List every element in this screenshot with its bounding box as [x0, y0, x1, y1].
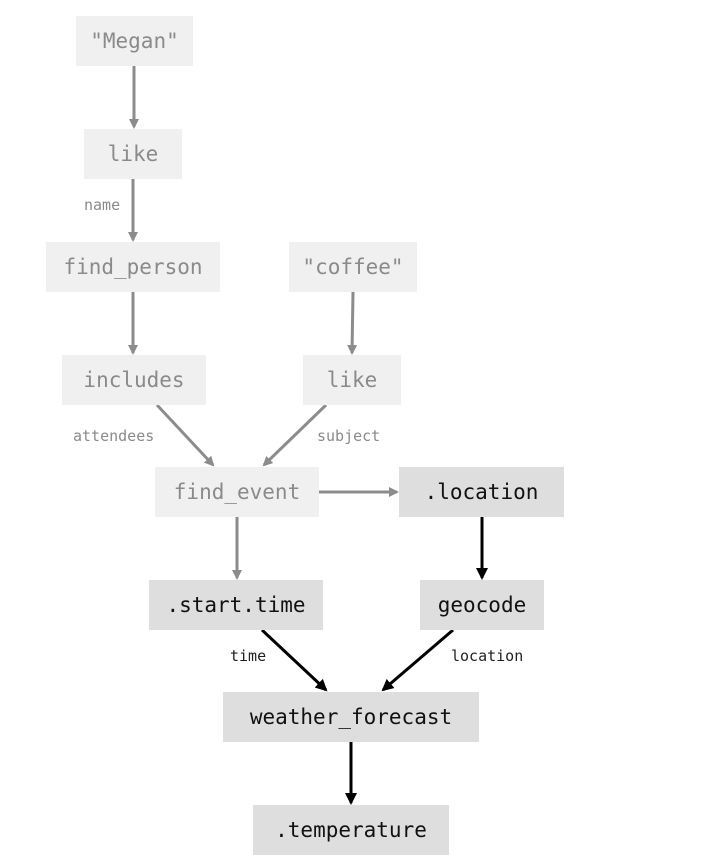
node-temperature: .temperature	[253, 805, 449, 855]
node-megan: "Megan"	[76, 16, 193, 66]
node-box	[303, 355, 401, 405]
edge-label-location: location	[451, 647, 523, 665]
edge-like2-to-find_event	[262, 403, 328, 467]
node-find-event: find_event	[155, 467, 319, 517]
node-like1: like	[84, 129, 182, 179]
edge-label-name: name	[84, 196, 120, 214]
node-location: .location	[399, 467, 564, 517]
node-box	[76, 16, 193, 66]
node-label: find_person	[63, 255, 202, 279]
node-label: "coffee"	[302, 255, 403, 279]
node-label: includes	[83, 368, 184, 392]
node-box	[149, 580, 323, 630]
node-find-person: find_person	[46, 242, 220, 292]
node-box	[399, 467, 564, 517]
node-label: like	[108, 142, 159, 166]
node-label: .start.time	[166, 593, 305, 617]
node-box	[62, 355, 206, 405]
edges-layer: name attendees subject time location	[73, 66, 523, 805]
node-weather-forecast: weather_forecast	[223, 692, 479, 742]
nodes-layer: "Megan" like find_person "coffee" includes li…	[46, 16, 564, 855]
node-label: find_event	[174, 480, 300, 504]
node-box	[420, 580, 544, 630]
node-label: like	[327, 368, 378, 392]
node-box	[289, 242, 417, 292]
edge-coffee-to-like2	[347, 291, 358, 355]
node-label: .location	[425, 480, 539, 504]
node-start-time: .start.time	[149, 580, 323, 630]
edge-includes-to-find_event	[155, 403, 215, 467]
node-includes: includes	[62, 355, 206, 405]
edge-label-time: time	[230, 647, 266, 665]
edge-label-subject: subject	[317, 427, 380, 445]
edge-geocode-to-weather_forecast	[381, 628, 454, 692]
node-box	[223, 692, 479, 742]
node-box	[84, 129, 182, 179]
edge-label-attendees: attendees	[73, 427, 154, 445]
node-like2: like	[303, 355, 401, 405]
node-coffee: "coffee"	[289, 242, 417, 292]
node-label: "Megan"	[90, 29, 179, 53]
node-label: geocode	[438, 593, 527, 617]
node-box	[155, 467, 319, 517]
edge-start_time-to-weather_forecast	[260, 628, 328, 692]
node-box	[253, 805, 449, 855]
node-box	[46, 242, 220, 292]
node-geocode: geocode	[420, 580, 544, 630]
node-label: weather_forecast	[250, 705, 452, 729]
node-label: .temperature	[275, 818, 427, 842]
